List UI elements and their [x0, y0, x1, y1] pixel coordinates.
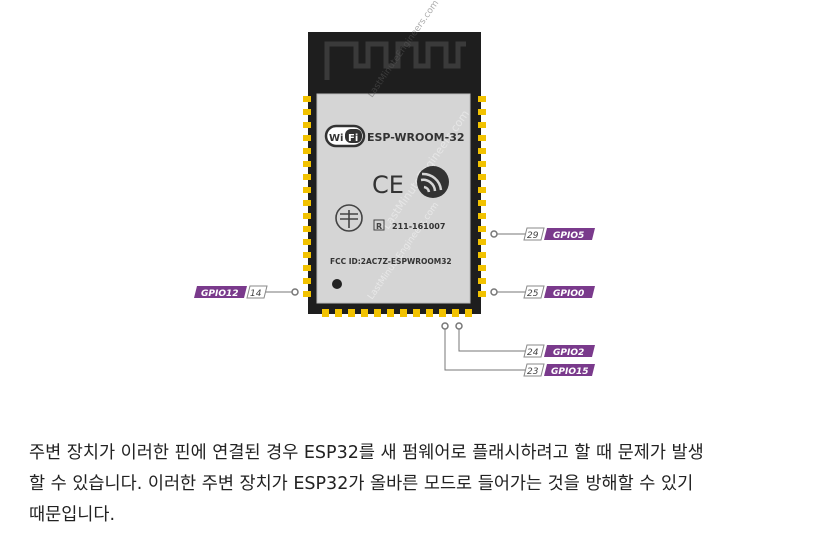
telec-cert-icon: [335, 204, 363, 232]
gpio-label: GPIO5: [553, 231, 584, 241]
bottom-pads: [322, 309, 472, 317]
pin-callout-gpio12: 14 GPIO12: [194, 285, 299, 299]
gpio-label: GPIO0: [553, 289, 584, 299]
pin-callout-gpio5: 29 GPIO5: [490, 227, 595, 241]
esp32-pinout-figure: LastMinuteEngineers.com LastMinuteEngine…: [194, 0, 595, 377]
espressif-logo-icon: [417, 166, 449, 198]
right-pads: [478, 96, 486, 297]
ce-mark: CE: [372, 171, 404, 199]
pin-number: 29: [527, 231, 539, 241]
pin1-dot: [332, 279, 342, 289]
pin-callout-gpio2: 24 GPIO2: [455, 322, 595, 358]
gpio-label: GPIO12: [201, 289, 239, 299]
cert-number: 211-161007: [392, 222, 445, 231]
paragraph-line-1: 주변 장치가 이러한 핀에 연결된 경우 ESP32를 새 펌웨어로 플래시하려…: [29, 443, 704, 463]
fcc-id: FCC ID:2AC7Z-ESPWROOM32: [330, 257, 452, 266]
antenna-trace: [324, 41, 466, 80]
svg-text:Fi: Fi: [348, 133, 358, 144]
registered-symbol: R: [376, 222, 382, 231]
pin-callout-gpio15: 23 GPIO15: [441, 322, 595, 377]
pin-number: 24: [527, 348, 539, 358]
gpio-label: GPIO2: [553, 348, 584, 358]
left-pads: [303, 96, 311, 297]
gpio-label: GPIO15: [551, 367, 589, 377]
pin-number: 14: [250, 289, 262, 299]
pin-number: 25: [527, 289, 539, 299]
registered-box: [373, 219, 385, 231]
body-paragraph: 주변 장치가 이러한 핀에 연결된 경우 ESP32를 새 펌웨어로 플래시하려…: [29, 438, 789, 531]
svg-text:Wi: Wi: [329, 133, 343, 144]
esp32-module: LastMinuteEngineers.com LastMinuteEngine…: [303, 0, 486, 317]
paragraph-line-2: 할 수 있습니다. 이러한 주변 장치가 ESP32가 올바른 모드로 들어가는…: [29, 474, 694, 494]
module-model: ESP-WROOM-32: [367, 131, 465, 144]
wifi-logo: Wi Fi: [324, 124, 366, 148]
pin-number: 23: [527, 367, 539, 377]
pin-callout-gpio0: 25 GPIO0: [490, 285, 595, 299]
paragraph-line-3: 때문입니다.: [29, 505, 116, 525]
